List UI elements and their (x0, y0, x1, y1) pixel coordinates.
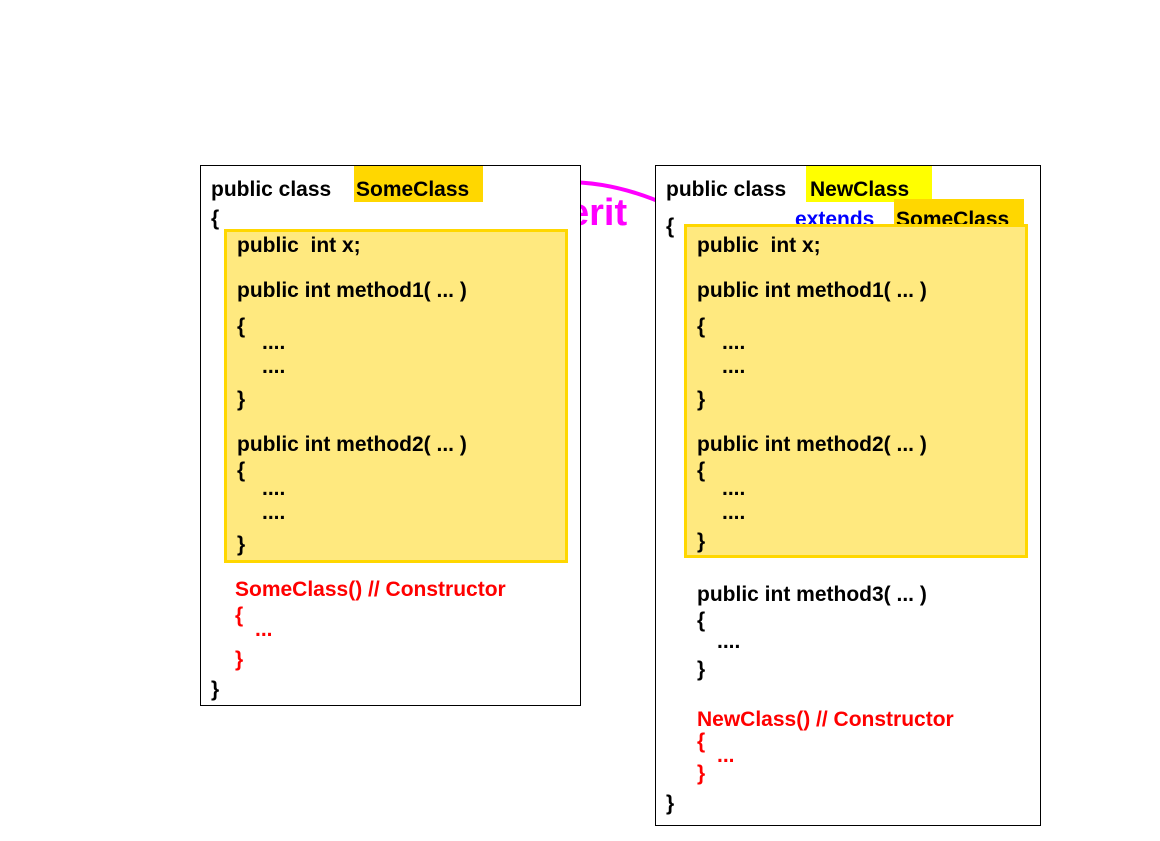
newclass-open-brace: { (666, 215, 675, 238)
method1-body-line: .... (722, 331, 746, 354)
method2-open-brace: { (697, 459, 706, 482)
method1-body-line: .... (262, 355, 286, 378)
someclass-constructor-close-brace: } (235, 648, 244, 671)
method1-close-brace: } (237, 388, 246, 411)
method3-close-brace: } (697, 658, 706, 681)
someclass-constructor-signature: SomeClass() // Constructor (235, 578, 506, 601)
someclass-constructor-open-brace: { (235, 604, 244, 627)
method1-signature: public int method1( ... ) (697, 279, 927, 302)
field-x: public int x; (697, 234, 821, 257)
method1-signature: public int method1( ... ) (237, 279, 467, 302)
someclass-declaration-prefix: public class (211, 178, 338, 201)
method2-signature: public int method2( ... ) (237, 433, 467, 456)
newclass-name-highlight: NewClass (806, 166, 932, 202)
newclass-box: public class NewClass { extends SomeClas… (655, 165, 1041, 826)
method1-open-brace: { (697, 315, 706, 338)
someclass-box: public class SomeClass { public int x; p… (200, 165, 581, 706)
method2-body-line: .... (722, 477, 746, 500)
method2-body-line: .... (262, 477, 286, 500)
method1-open-brace: { (237, 315, 246, 338)
newclass-constructor-open-brace: { (697, 730, 706, 753)
method2-open-brace: { (237, 459, 246, 482)
newclass-declaration-prefix: public class (666, 178, 793, 201)
newclass-constructor-close-brace: } (697, 762, 706, 785)
someclass-close-brace: } (211, 678, 220, 701)
someclass-open-brace: { (211, 207, 220, 230)
method1-body-line: .... (262, 331, 286, 354)
method3-open-brace: { (697, 609, 706, 632)
newclass-constructor-signature: NewClass() // Constructor (697, 708, 954, 731)
field-x: public int x; (237, 234, 361, 257)
newclass-inherited-panel: public int x; public int method1( ... ) … (684, 224, 1028, 558)
someclass-name-highlight: SomeClass (354, 166, 483, 202)
method1-body-line: .... (722, 355, 746, 378)
newclass-close-brace: } (666, 792, 675, 815)
method2-close-brace: } (697, 530, 706, 553)
method2-close-brace: } (237, 533, 246, 556)
method3-signature: public int method3( ... ) (697, 583, 927, 606)
method1-close-brace: } (697, 388, 706, 411)
method2-body-line: .... (262, 501, 286, 524)
newclass-constructor-body: ... (717, 744, 735, 767)
someclass-inherited-panel: public int x; public int method1( ... ) … (224, 229, 568, 563)
method2-body-line: .... (722, 501, 746, 524)
someclass-constructor-body: ... (255, 618, 273, 641)
method2-signature: public int method2( ... ) (697, 433, 927, 456)
method3-body-line: .... (717, 630, 741, 653)
